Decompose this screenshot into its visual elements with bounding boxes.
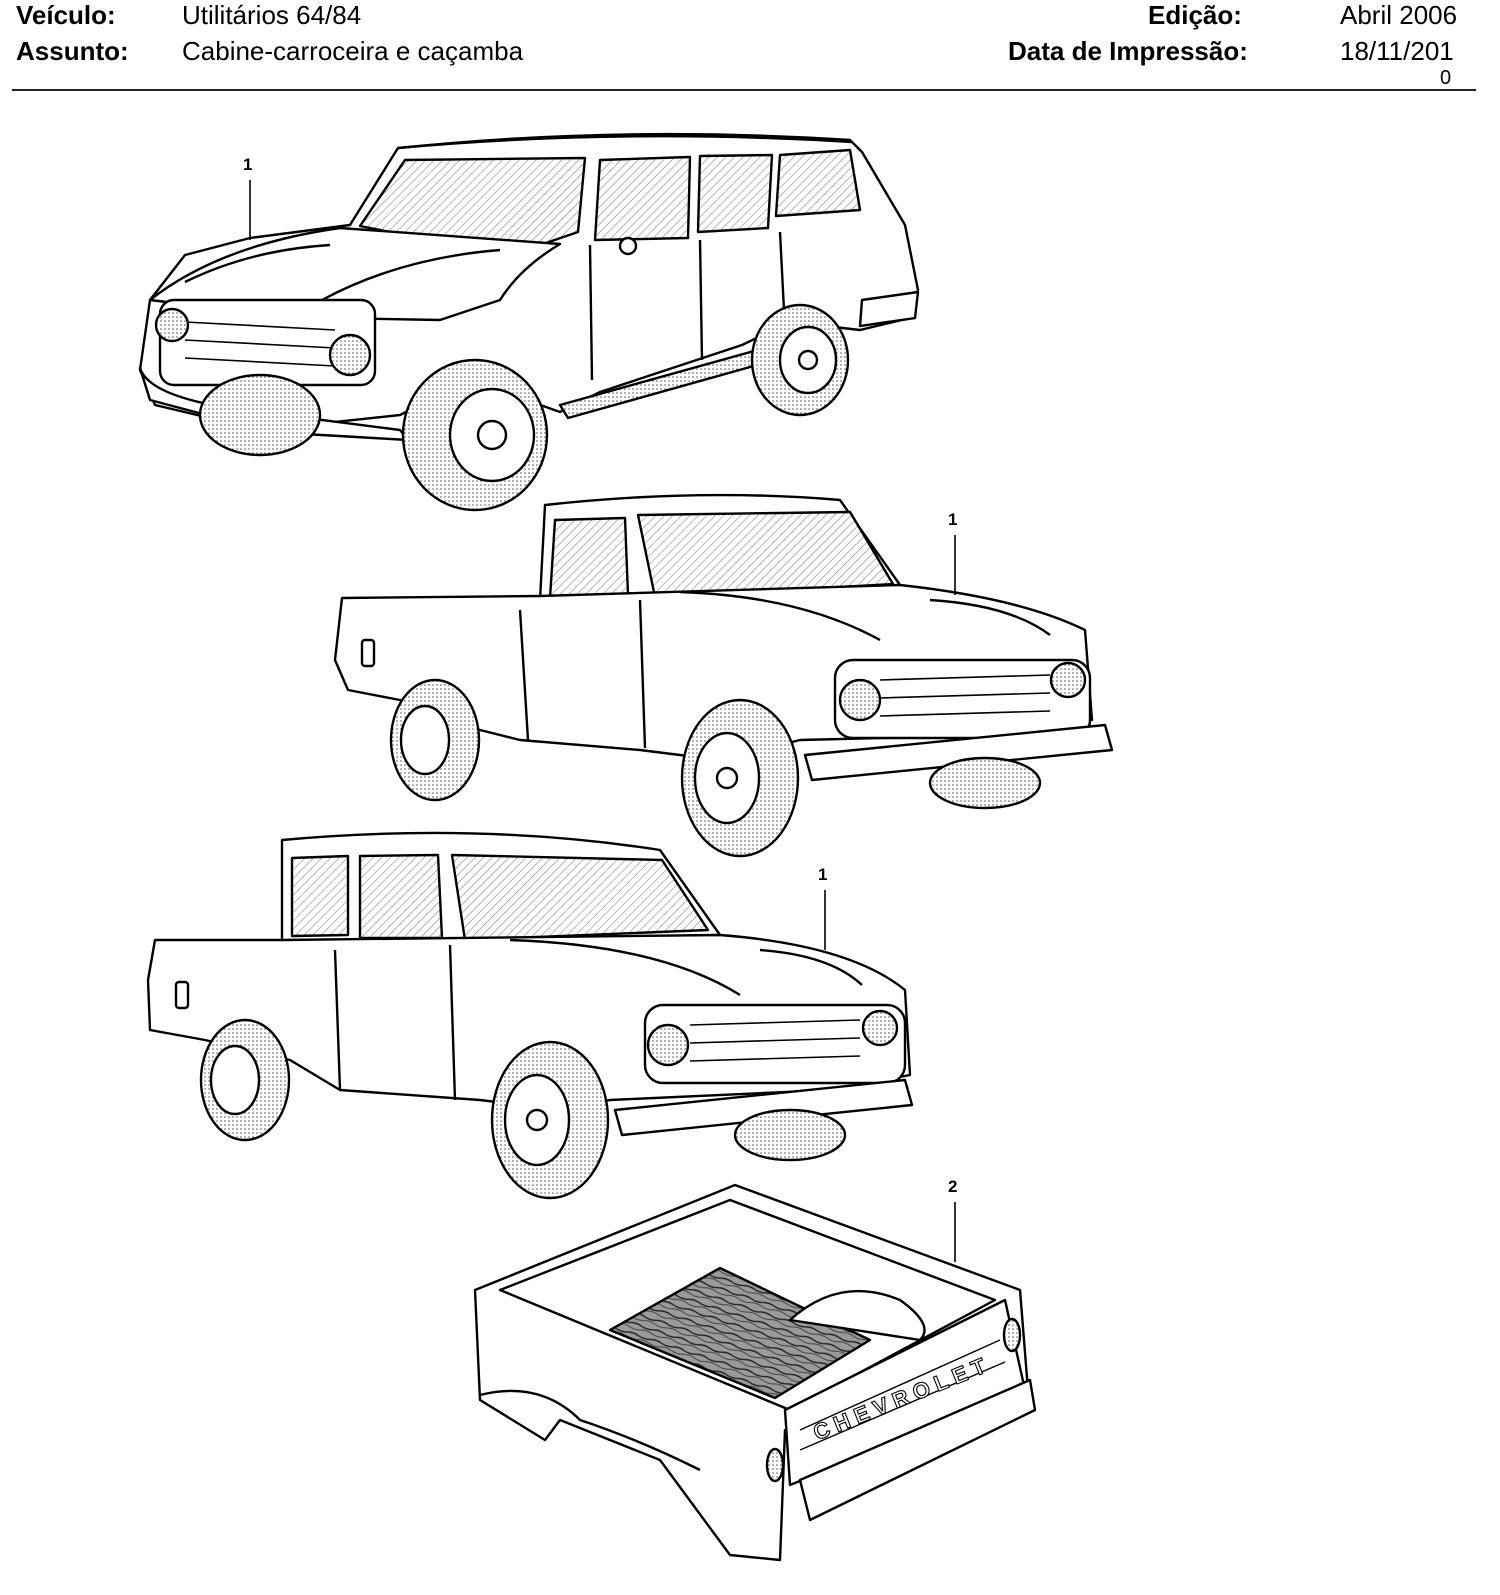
print-date-label: Data de Impressão: bbox=[1008, 36, 1248, 66]
single-cab-callout: 1 bbox=[948, 510, 957, 595]
print-date-wrap: 0 bbox=[1440, 67, 1452, 89]
double-cab-callout: 1 bbox=[818, 865, 827, 950]
edition-value: Abril 2006 bbox=[1340, 0, 1458, 30]
cargo-bed-drawing bbox=[473, 1183, 1037, 1562]
edition-label: Edição: bbox=[1148, 0, 1242, 30]
subject-label: Assunto: bbox=[16, 36, 129, 66]
callout-number: 1 bbox=[818, 865, 827, 884]
vehicle-value: Utilitários 64/84 bbox=[182, 0, 362, 30]
callout-number: 2 bbox=[948, 1177, 957, 1196]
header-divider bbox=[12, 89, 1476, 91]
subject-value: Cabine-carroceira e caçamba bbox=[182, 36, 524, 66]
station-wagon-drawing bbox=[138, 132, 920, 512]
cargo-bed-callout: 2 bbox=[948, 1177, 957, 1262]
vehicle-label: Veículo: bbox=[16, 0, 116, 30]
callout-number: 1 bbox=[948, 510, 957, 529]
double-cab-pickup-drawing bbox=[146, 831, 914, 1200]
station-wagon-callout: 1 bbox=[243, 155, 252, 240]
callout-number: 1 bbox=[243, 155, 252, 174]
single-cab-pickup-drawing bbox=[333, 493, 1114, 858]
print-date-value: 18/11/201 bbox=[1340, 36, 1454, 66]
